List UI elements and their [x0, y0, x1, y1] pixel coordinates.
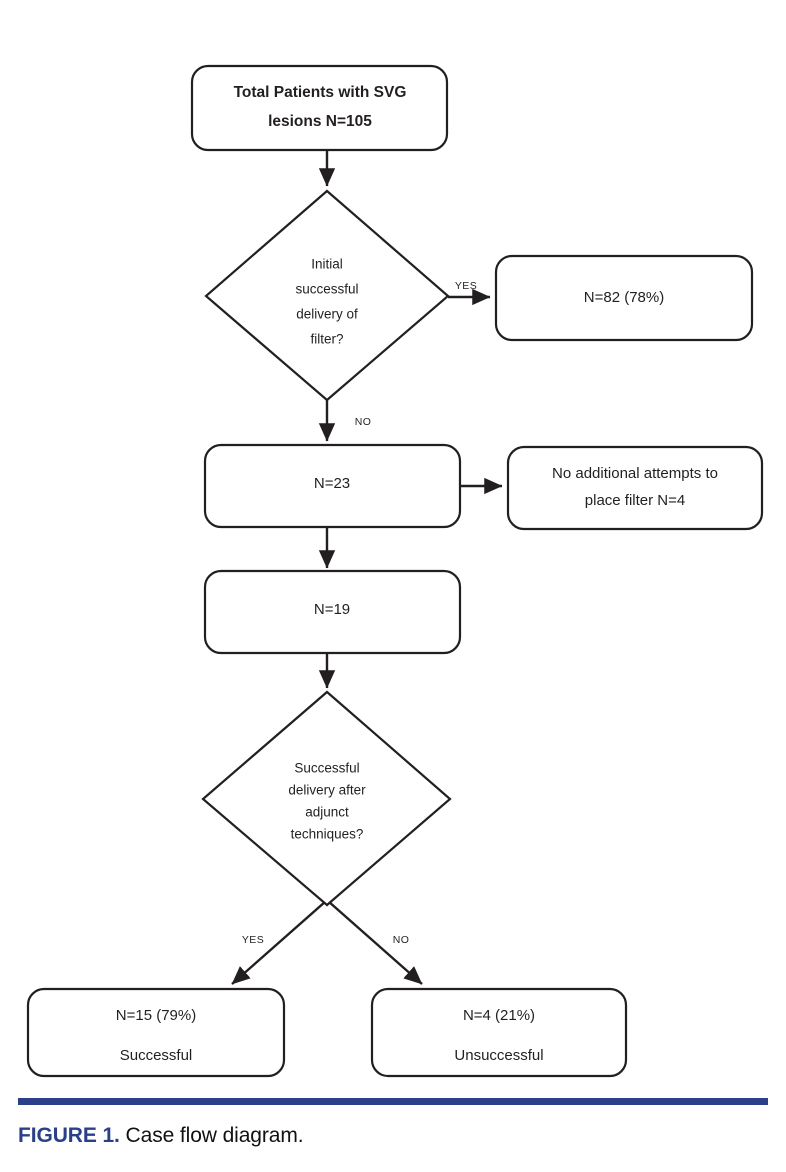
node-initial-delivery-decision-line2: successful	[295, 282, 358, 297]
node-initial-failure-count[interactable]: N=23	[203, 443, 462, 529]
node-adjunct-successful-shape	[26, 987, 286, 1078]
node-adjunct-unsuccessful-count: N=4 (21%)	[463, 1007, 535, 1024]
node-initial-success-count-shape	[494, 254, 754, 342]
edge-label-yes-bottom: YES	[242, 934, 264, 946]
node-adjunct-delivery-decision-line4: techniques?	[291, 827, 364, 842]
node-remaining-count[interactable]: N=19	[203, 569, 462, 655]
node-adjunct-delivery-decision-line2: delivery after	[288, 783, 366, 798]
node-remaining-count-shape	[203, 569, 462, 655]
node-initial-delivery-decision[interactable]: Initial successful delivery of filter?	[204, 189, 450, 402]
figure-caption-label: FIGURE 1.	[18, 1124, 120, 1147]
node-total-patients-shape	[190, 64, 449, 152]
node-adjunct-successful-label: Successful	[120, 1047, 193, 1064]
node-remaining-count-value: N=19	[314, 601, 350, 618]
node-adjunct-unsuccessful-label: Unsuccessful	[454, 1047, 543, 1064]
node-total-patients-line1: Total Patients with SVG	[234, 84, 407, 101]
node-no-additional-attempts[interactable]: No additional attempts to place filter N…	[506, 445, 764, 531]
case-flow-diagram: YES NO YES NO Total Patients with SVG le…	[26, 64, 764, 1078]
node-adjunct-successful-count: N=15 (79%)	[116, 1007, 196, 1024]
node-initial-failure-count-shape	[203, 443, 462, 529]
node-adjunct-unsuccessful-shape	[370, 987, 628, 1078]
node-adjunct-delivery-decision-line3: adjunct	[305, 805, 349, 820]
node-no-additional-attempts-line2: place filter N=4	[585, 492, 685, 509]
node-total-patients-line2: lesions N=105	[268, 113, 372, 130]
node-adjunct-delivery-decision-line1: Successful	[294, 761, 359, 776]
node-no-additional-attempts-shape	[506, 445, 764, 531]
node-initial-delivery-decision-line4: filter?	[310, 332, 343, 347]
edge-labels: YES NO YES NO	[242, 280, 477, 946]
node-initial-success-count-value: N=82 (78%)	[584, 289, 664, 306]
figure-caption-text: Case flow diagram.	[125, 1124, 304, 1147]
node-adjunct-delivery-decision[interactable]: Successful delivery after adjunct techni…	[201, 690, 452, 907]
node-initial-delivery-decision-line3: delivery of	[296, 307, 358, 322]
caption-divider-rule	[18, 1098, 768, 1105]
node-adjunct-delivery-decision-shape	[201, 690, 452, 907]
edge-label-no-top: NO	[355, 416, 372, 428]
figure-caption: FIGURE 1. Case flow diagram.	[18, 1122, 774, 1150]
edge-label-yes-top: YES	[455, 280, 477, 292]
edge-label-no-bottom: NO	[393, 934, 410, 946]
node-total-patients[interactable]: Total Patients with SVG lesions N=105	[190, 64, 449, 152]
node-adjunct-successful[interactable]: N=15 (79%) Successful	[26, 987, 286, 1078]
node-initial-success-count[interactable]: N=82 (78%)	[494, 254, 754, 342]
node-initial-failure-count-value: N=23	[314, 475, 350, 492]
node-no-additional-attempts-line1: No additional attempts to	[552, 465, 718, 482]
node-adjunct-unsuccessful[interactable]: N=4 (21%) Unsuccessful	[370, 987, 628, 1078]
node-initial-delivery-decision-shape	[204, 189, 450, 402]
node-initial-delivery-decision-line1: Initial	[311, 257, 343, 272]
